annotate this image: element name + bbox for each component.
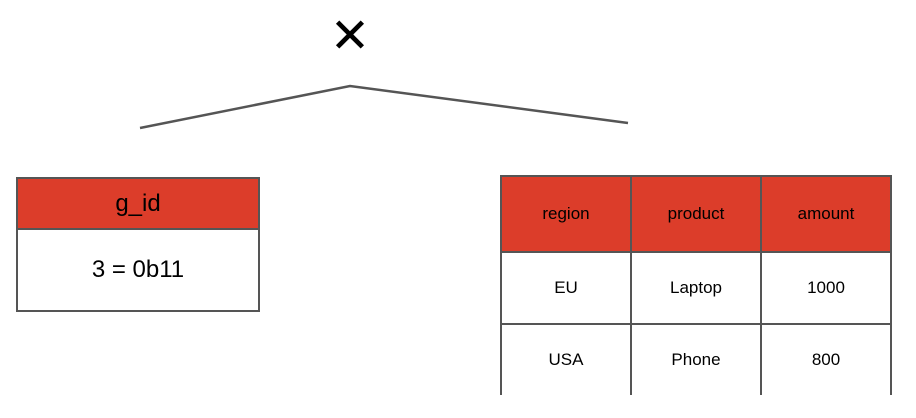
table-cell: USA: [500, 323, 632, 395]
table-cell: EU: [500, 251, 632, 325]
table-row: EU Laptop 1000: [500, 251, 892, 325]
table-cell: 1000: [760, 251, 892, 325]
table-cell: 800: [760, 323, 892, 395]
gid-table: g_id 3 = 0b11: [16, 177, 260, 312]
column-header-region: region: [500, 175, 632, 253]
cross-product-icon: ✕: [329, 10, 371, 63]
table-header-row: region product amount: [500, 175, 892, 253]
column-header-product: product: [630, 175, 762, 253]
table-cell: Phone: [630, 323, 762, 395]
sales-table: region product amount EU Laptop 1000 USA…: [500, 175, 892, 395]
gid-value: 3 = 0b11: [91, 256, 185, 283]
table-row: USA Phone 800: [500, 323, 892, 395]
column-header-amount: amount: [760, 175, 892, 253]
table-cell: Laptop: [630, 251, 762, 325]
connector-line: [139, 84, 629, 130]
gid-header: g_id: [18, 179, 258, 230]
